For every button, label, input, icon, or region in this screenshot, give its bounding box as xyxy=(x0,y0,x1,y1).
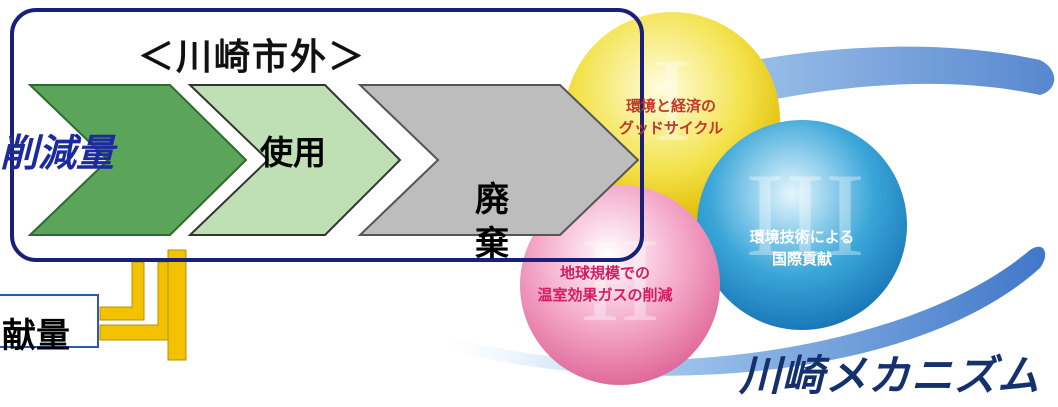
sphere-3-line-1: 環境技術による xyxy=(749,228,855,246)
bracket-connectors xyxy=(99,249,187,361)
swoosh-lower xyxy=(430,246,1046,376)
sphere-3-numeral: III xyxy=(745,148,865,281)
sphere-3-line-2: 国際貢献 xyxy=(771,250,832,268)
arrow-use xyxy=(187,84,402,236)
sphere-1-numeral: I xyxy=(652,33,692,166)
use-label: 使用 xyxy=(260,133,326,172)
sphere-2-line-2: 温室効果ガスの削減 xyxy=(537,286,673,304)
arrow-disposal xyxy=(357,84,640,236)
sphere-pink xyxy=(520,185,720,385)
outside-city-title: ＜川崎市外＞ xyxy=(138,37,367,78)
sphere-3-caption: 環境技術による 国際貢献 xyxy=(722,226,882,270)
sphere-2-numeral: II xyxy=(580,213,660,346)
sphere-1-line-1: 環境と経済の xyxy=(625,97,716,115)
sphere-1-caption: 環境と経済の グッドサイクル xyxy=(596,95,746,139)
arrow-reduction xyxy=(27,84,248,236)
sphere-blue xyxy=(697,120,907,330)
outside-city-box xyxy=(10,8,644,262)
sphere-2-line-1: 地球規模での xyxy=(559,264,650,282)
reduction-label: 削減量 xyxy=(0,131,115,175)
contribution-label: 献量 xyxy=(2,316,70,356)
sphere-2-caption: 地球規模での 温室効果ガスの削減 xyxy=(515,262,695,306)
sphere-1-line-2: グッドサイクル xyxy=(618,119,724,137)
contribution-box xyxy=(0,294,99,348)
disposal-label: 廃 棄 xyxy=(475,180,509,264)
kawasaki-mechanism-logo: 川崎メカニズム xyxy=(738,351,1040,400)
